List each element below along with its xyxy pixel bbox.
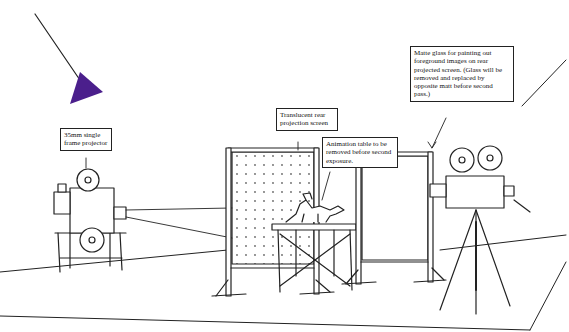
pointer-head bbox=[70, 72, 103, 104]
label-box: Translucent rear projection screen bbox=[276, 108, 338, 131]
animation-table bbox=[272, 193, 356, 292]
label-text: Translucent rear projection screen bbox=[280, 111, 334, 128]
matte-glass bbox=[342, 152, 446, 284]
label-text: Animation table to be removed before sec… bbox=[326, 140, 394, 165]
label-box: Animation table to be removed before sec… bbox=[322, 137, 398, 168]
projector bbox=[54, 169, 126, 272]
light-beam bbox=[126, 208, 232, 238]
label-text: Matte glass for painting out foreground … bbox=[414, 49, 510, 99]
label-box: Matte glass for painting out foreground … bbox=[410, 46, 514, 102]
label-text: 35mm single frame projector bbox=[64, 131, 108, 148]
label-box: 35mm single frame projector bbox=[60, 128, 112, 151]
pointer-line bbox=[35, 14, 84, 86]
camera bbox=[430, 146, 530, 314]
leader-lines bbox=[86, 118, 446, 200]
